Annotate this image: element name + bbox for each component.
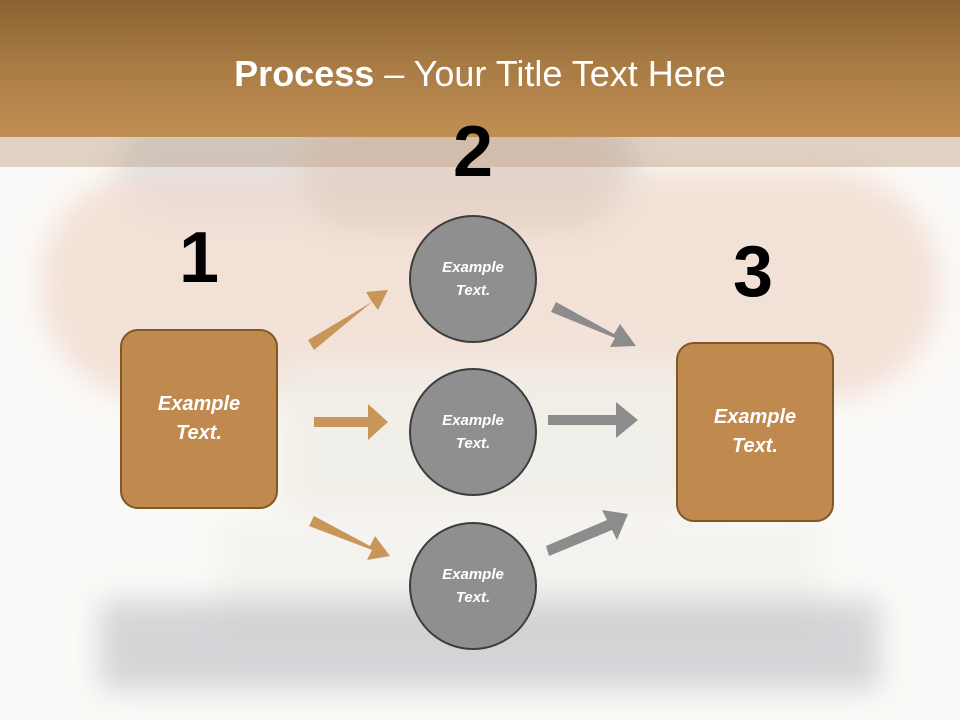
start-box-text: Example Text. — [157, 393, 241, 444]
slide-title: Process – Your Title Text Here — [0, 52, 960, 96]
circle-bottom: Example Text. — [409, 522, 537, 650]
arrow-top-to-right — [551, 302, 636, 347]
arrow-left-to-middle — [314, 404, 388, 440]
end-box-text: Example Text. — [713, 406, 797, 457]
end-box: Example Text. — [676, 342, 834, 522]
arrow-middle-to-right — [548, 402, 638, 438]
title-banner — [0, 0, 960, 137]
arrow-left-to-top — [308, 290, 388, 350]
arrow-bottom-to-right — [546, 510, 628, 556]
step-number-1: 1 — [178, 218, 220, 298]
circle-middle-text: Example Text. — [442, 412, 504, 452]
step-number-3: 3 — [732, 232, 774, 312]
circle-bottom-text: Example Text. — [442, 566, 504, 606]
circle-top: Example Text. — [409, 215, 537, 343]
arrow-left-to-bottom — [309, 516, 390, 560]
circle-top-text: Example Text. — [442, 259, 504, 299]
step-number-2: 2 — [452, 112, 494, 192]
title-bold: Process — [234, 53, 375, 94]
title-band — [0, 137, 960, 167]
circle-middle: Example Text. — [409, 368, 537, 496]
start-box: Example Text. — [120, 329, 278, 509]
title-rest: – Your Title Text Here — [374, 53, 726, 94]
